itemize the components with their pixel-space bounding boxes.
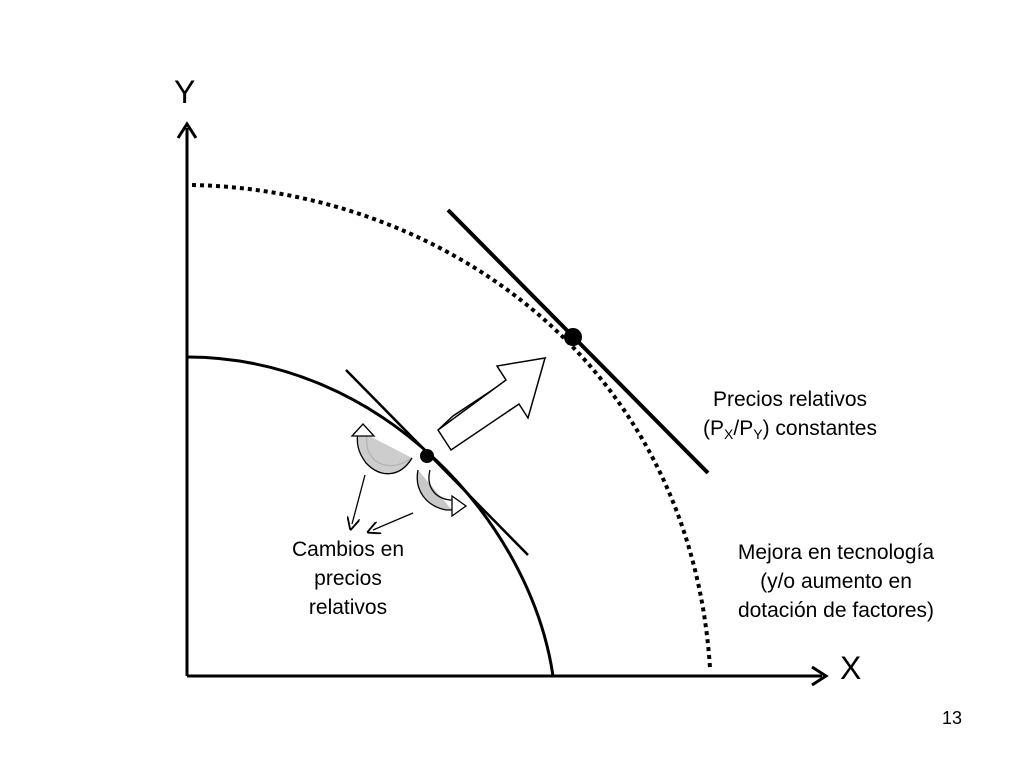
y-axis-label: Y bbox=[174, 74, 196, 110]
ppf-expanded-curve bbox=[191, 183, 712, 669]
constant-prices-label: Precios relativos (PX/PY) constantes bbox=[680, 385, 900, 449]
x-axis-label: X bbox=[840, 650, 862, 686]
price-change-label: Cambios en precios relativos bbox=[266, 535, 430, 622]
constant-prices-line2: (PX/PY) constantes bbox=[703, 417, 877, 442]
price-change-line1: Cambios en bbox=[291, 538, 405, 561]
technology-label: Mejora en tecnología (y/o aumento en dot… bbox=[706, 538, 966, 625]
pointer-line-left bbox=[352, 474, 366, 524]
constant-prices-line1: Precios relativos bbox=[712, 388, 868, 411]
price-change-line3: relativos bbox=[308, 596, 388, 619]
pointer-line-right bbox=[373, 512, 414, 530]
equilibrium-point-inner bbox=[420, 449, 434, 463]
technology-line1: Mejora en tecnología bbox=[737, 541, 935, 564]
price-line-inner bbox=[345, 369, 529, 556]
technology-line2: (y/o aumento en bbox=[760, 570, 912, 593]
y-axis bbox=[176, 121, 198, 676]
rotation-arrow-lower-icon bbox=[416, 469, 468, 518]
x-axis bbox=[187, 665, 829, 687]
price-change-line2: precios bbox=[314, 567, 382, 590]
page-number: 13 bbox=[942, 708, 963, 728]
equilibrium-point-outer bbox=[564, 328, 582, 346]
rotation-arrow-upper-icon bbox=[350, 423, 413, 475]
technology-line3: dotación de factores) bbox=[737, 599, 935, 622]
